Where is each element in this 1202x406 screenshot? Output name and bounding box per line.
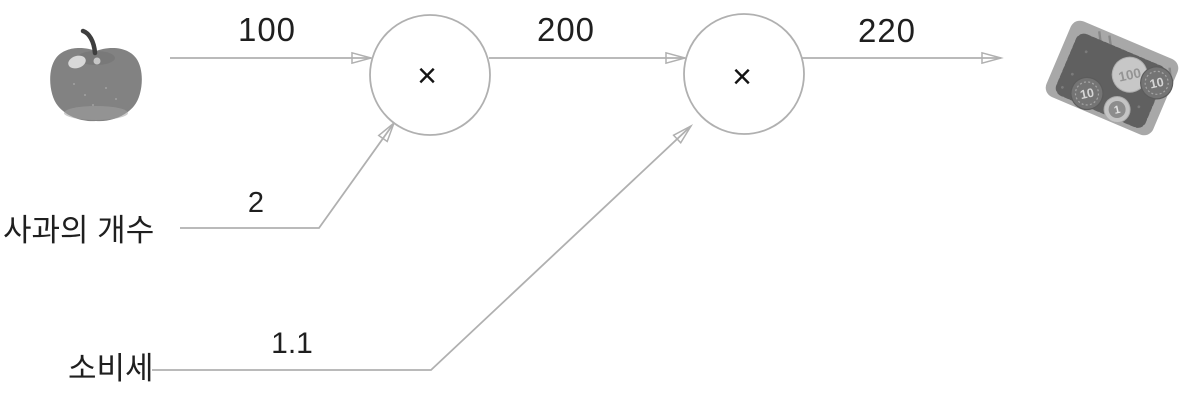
operator-symbols: × × xyxy=(417,57,752,96)
apple-stem xyxy=(80,28,98,56)
apple-highlight xyxy=(68,55,86,69)
coin-wreath xyxy=(1074,81,1100,106)
coin-1: 1 xyxy=(1103,95,1131,123)
edge-label-apple-count-value: 2 xyxy=(248,187,264,219)
input-label-consumption-tax: 소비세 xyxy=(68,351,154,386)
arrow-mul1-to-mul2 xyxy=(489,51,688,65)
coin-10-label: 10 xyxy=(1148,75,1165,92)
edge-label-total: 220 xyxy=(858,12,916,49)
edge-label-subtotal: 200 xyxy=(537,11,595,48)
edge-label-apple-price: 100 xyxy=(238,11,296,48)
multiply-operator-icon: × xyxy=(417,57,437,95)
multiply-operator-icon: × xyxy=(732,58,752,96)
coin-10-left: 10 xyxy=(1070,76,1104,111)
apple-icon xyxy=(50,28,142,122)
input-label-apple-count: 사과의 개수 xyxy=(3,213,154,248)
coin-100-label: 100 xyxy=(1117,65,1142,84)
coin-100: 100 xyxy=(1111,56,1148,93)
money-tray-icon: 100 10 10 1 xyxy=(1045,20,1179,136)
arrow-count-to-mul1 xyxy=(180,120,396,229)
multiply-node-2 xyxy=(683,13,805,135)
operator-nodes xyxy=(369,13,805,136)
multiply-node-1 xyxy=(369,14,491,136)
input-labels: 사과의 개수 소비세 xyxy=(3,213,154,386)
coin-10-label: 10 xyxy=(1079,86,1096,103)
arrow-tax-to-mul2 xyxy=(152,124,694,371)
edge-labels: 100 200 220 2 1.1 xyxy=(238,11,916,360)
coin-wreath xyxy=(1144,70,1169,95)
coin-1-label: 1 xyxy=(1113,104,1121,117)
arrow-apple-to-mul1 xyxy=(170,51,374,65)
edges xyxy=(152,51,1004,371)
edge-label-tax-rate-value: 1.1 xyxy=(271,327,313,360)
arrow-mul2-to-money xyxy=(802,51,1004,65)
coin-10-right: 10 xyxy=(1140,66,1174,100)
